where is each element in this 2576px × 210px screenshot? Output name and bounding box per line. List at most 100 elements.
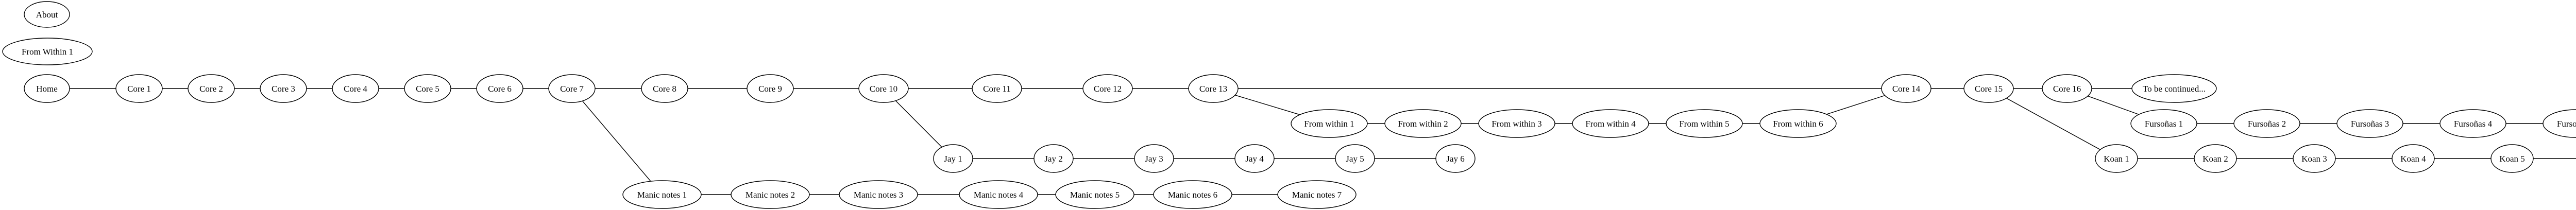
node-manic-notes-4[interactable]: Manic notes 4 xyxy=(959,180,1038,209)
node-fw-4[interactable]: From within 4 xyxy=(1572,109,1649,138)
node-koan-5[interactable]: Koan 5 xyxy=(2490,144,2534,173)
node-manic-notes-5[interactable]: Manic notes 5 xyxy=(1055,180,1134,209)
node-fursonas-5[interactable]: Fursoñas 5 xyxy=(2543,109,2576,138)
node-core-11[interactable]: Core 11 xyxy=(972,74,1022,103)
node-ellipse xyxy=(1572,109,1649,138)
node-jay-3[interactable]: Jay 3 xyxy=(1134,144,1174,173)
node-label: Core 12 xyxy=(1094,84,1122,94)
node-label: Jay 1 xyxy=(944,154,962,164)
node-core-1[interactable]: Core 1 xyxy=(115,74,163,103)
node-fw-2[interactable]: From within 2 xyxy=(1384,109,1462,138)
node-ellipse xyxy=(24,74,70,103)
node-ellipse xyxy=(1033,144,1074,173)
node-label: Core 9 xyxy=(758,84,782,94)
node-core-8[interactable]: Core 8 xyxy=(641,74,688,103)
node-manic-notes-6[interactable]: Manic notes 6 xyxy=(1153,180,1232,209)
node-label: Core 11 xyxy=(983,84,1011,94)
node-koan-1[interactable]: Koan 1 xyxy=(2095,144,2138,173)
node-core-7[interactable]: Core 7 xyxy=(548,74,596,103)
node-koan-2[interactable]: Koan 2 xyxy=(2194,144,2237,173)
node-ellipse xyxy=(404,74,451,103)
node-label: Core 2 xyxy=(199,84,223,94)
node-manic-notes-2[interactable]: Manic notes 2 xyxy=(731,180,810,209)
node-home[interactable]: Home xyxy=(24,74,70,103)
node-fursonas-4[interactable]: Fursoñas 4 xyxy=(2439,109,2506,138)
node-ellipse xyxy=(2,38,93,65)
node-ellipse xyxy=(2293,144,2336,173)
node-label: Core 3 xyxy=(272,84,295,94)
node-fw-1[interactable]: From within 1 xyxy=(1291,109,1368,138)
node-core-12[interactable]: Core 12 xyxy=(1082,74,1133,103)
node-label: Core 15 xyxy=(1975,84,2003,94)
node-label: Fursoñas 5 xyxy=(2557,119,2576,129)
node-ellipse xyxy=(1291,109,1368,138)
node-manic-notes-1[interactable]: Manic notes 1 xyxy=(622,180,702,209)
node-manic-notes-3[interactable]: Manic notes 3 xyxy=(839,180,918,209)
node-ellipse xyxy=(972,74,1022,103)
node-label: Manic notes 6 xyxy=(1168,190,1217,200)
edge-core-7--manic-notes-1 xyxy=(582,100,651,182)
node-jay-1[interactable]: Jay 1 xyxy=(933,144,973,173)
node-fursonas-2[interactable]: Fursoñas 2 xyxy=(2233,109,2300,138)
node-to-be-continued[interactable]: To be continued... xyxy=(2131,74,2217,103)
node-label: From within 2 xyxy=(1398,119,1448,129)
edge-fw-6--core-14 xyxy=(1826,95,1885,115)
node-label: Core 16 xyxy=(2053,84,2081,94)
node-fw-5[interactable]: From within 5 xyxy=(1666,109,1743,138)
node-label: From within 4 xyxy=(1585,119,1636,129)
node-ellipse xyxy=(2131,74,2217,103)
node-core-10[interactable]: Core 10 xyxy=(858,74,909,103)
node-core-14[interactable]: Core 14 xyxy=(1881,74,1931,103)
node-ellipse xyxy=(933,144,973,173)
node-label: Koan 5 xyxy=(2499,154,2525,164)
node-label: Core 8 xyxy=(653,84,676,94)
node-label: From within 3 xyxy=(1492,119,1541,129)
node-core-16[interactable]: Core 16 xyxy=(2042,74,2092,103)
node-core-15[interactable]: Core 15 xyxy=(1963,74,2014,103)
node-core-3[interactable]: Core 3 xyxy=(260,74,307,103)
node-label: Core 4 xyxy=(344,84,367,94)
node-core-9[interactable]: Core 9 xyxy=(747,74,794,103)
node-jay-5[interactable]: Jay 5 xyxy=(1335,144,1375,173)
node-ellipse xyxy=(1188,74,1239,103)
node-ellipse xyxy=(332,74,379,103)
node-ellipse xyxy=(1153,180,1232,209)
node-fw-3[interactable]: From within 3 xyxy=(1478,109,1555,138)
node-jay-4[interactable]: Jay 4 xyxy=(1234,144,1275,173)
node-from-within-1-isolated[interactable]: From Within 1 xyxy=(2,38,93,65)
node-manic-notes-7[interactable]: Manic notes 7 xyxy=(1277,180,1357,209)
node-ellipse xyxy=(1055,180,1134,209)
node-ellipse xyxy=(115,74,163,103)
node-jay-2[interactable]: Jay 2 xyxy=(1033,144,1074,173)
node-koan-4[interactable]: Koan 4 xyxy=(2392,144,2435,173)
node-label: Core 6 xyxy=(488,84,512,94)
node-fursonas-3[interactable]: Fursoñas 3 xyxy=(2336,109,2403,138)
node-label: Manic notes 7 xyxy=(1292,190,1342,200)
node-ellipse xyxy=(2194,144,2237,173)
node-fw-6[interactable]: From within 6 xyxy=(1759,109,1837,138)
edge-core-10--jay-1 xyxy=(895,100,942,148)
node-label: Koan 2 xyxy=(2202,154,2228,164)
node-core-6[interactable]: Core 6 xyxy=(476,74,523,103)
node-core-13[interactable]: Core 13 xyxy=(1188,74,1239,103)
node-label: Jay 4 xyxy=(1245,154,1264,164)
node-about[interactable]: About xyxy=(24,1,70,28)
node-label: Jay 2 xyxy=(1044,154,1062,164)
node-ellipse xyxy=(731,180,810,209)
node-core-5[interactable]: Core 5 xyxy=(404,74,451,103)
node-ellipse xyxy=(2543,109,2576,138)
node-label: Manic notes 4 xyxy=(974,190,1024,200)
node-ellipse xyxy=(260,74,307,103)
node-core-4[interactable]: Core 4 xyxy=(332,74,379,103)
node-koan-3[interactable]: Koan 3 xyxy=(2293,144,2336,173)
node-jay-6[interactable]: Jay 6 xyxy=(1435,144,1476,173)
node-core-2[interactable]: Core 2 xyxy=(188,74,235,103)
node-ellipse xyxy=(1666,109,1743,138)
node-label: Core 14 xyxy=(1892,84,1921,94)
node-ellipse xyxy=(747,74,794,103)
node-fursonas-1[interactable]: Fursoñas 1 xyxy=(2130,109,2197,138)
node-label: Core 1 xyxy=(127,84,151,94)
node-label: Fursoñas 4 xyxy=(2454,119,2493,129)
